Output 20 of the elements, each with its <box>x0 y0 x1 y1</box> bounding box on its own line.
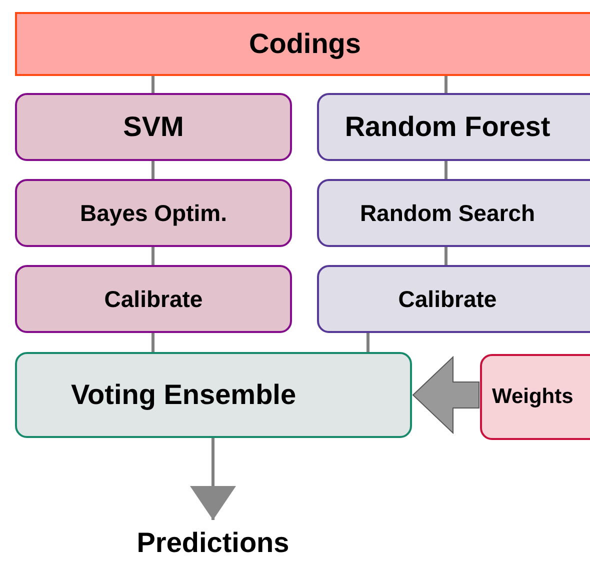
connector-line <box>152 161 154 179</box>
model-box: Random Forest <box>317 93 590 161</box>
connector-line <box>444 76 448 93</box>
input-box: Weights <box>480 354 590 440</box>
ensemble-box: Voting Ensemble <box>15 352 412 438</box>
connector-line <box>152 247 154 265</box>
connector-line <box>444 161 448 179</box>
process-box: Random Search <box>317 179 590 247</box>
process-box: Bayes Optim. <box>15 179 292 247</box>
connector-line <box>152 76 154 93</box>
connector-line <box>366 333 370 352</box>
model-box: SVM <box>15 93 292 161</box>
output-label: Predictions <box>113 520 313 566</box>
process-box: Calibrate <box>317 265 590 333</box>
connector-line <box>444 247 448 265</box>
connector-line <box>152 333 154 352</box>
process-box: Calibrate <box>15 265 292 333</box>
block-arrow <box>412 356 480 434</box>
header-box: Codings <box>15 12 590 76</box>
arrow <box>190 438 236 520</box>
